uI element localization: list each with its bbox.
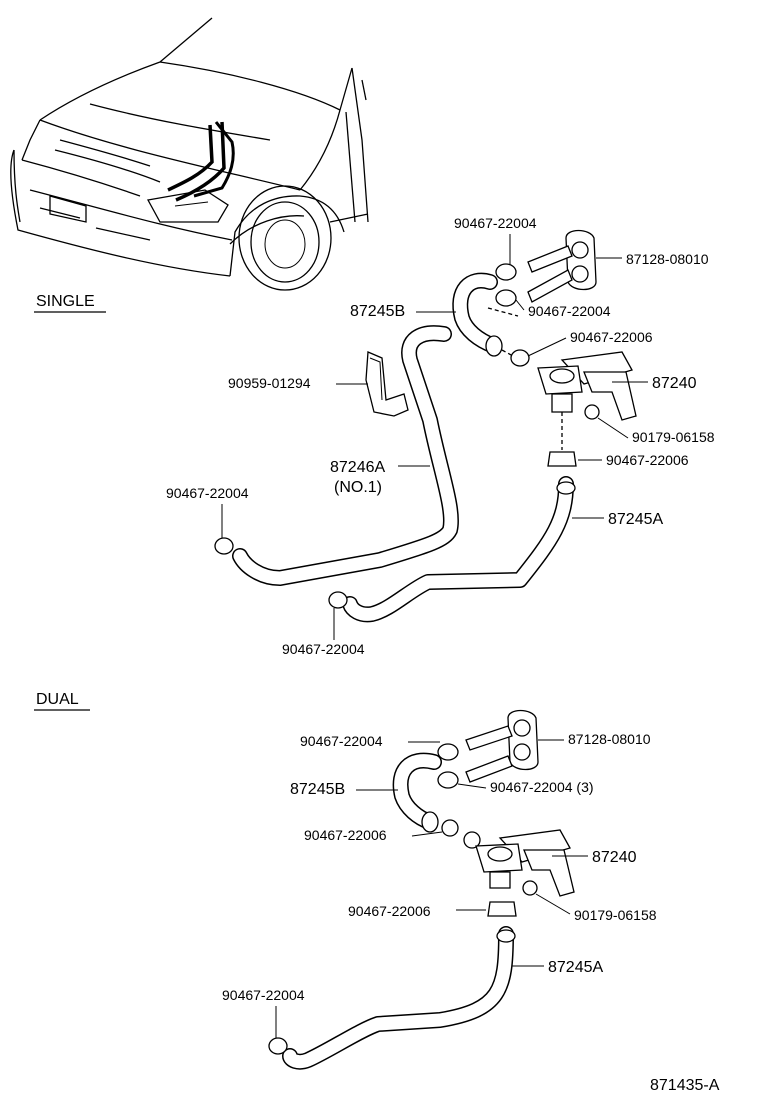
label-single-bolt: 90179-06158 — [632, 429, 715, 445]
single-parts — [214, 229, 637, 623]
label-dual-clamp-lower-valve: 90467-22006 — [348, 903, 431, 919]
label-single-clamp-top: 90467-22004 — [454, 215, 537, 231]
label-dual-pipe-plate: 87128-08010 — [568, 731, 651, 747]
label-dual-clamp-mid: 90467-22004 (3) — [490, 779, 594, 795]
dual-labels: 90467-22004 87128-08010 87245B 90467-220… — [222, 731, 657, 1038]
label-single-clamp-mid: 90467-22004 — [528, 303, 611, 319]
single-labels: 90467-22004 87128-08010 87245B 90467-220… — [166, 215, 715, 657]
label-single-clamp-valve: 90467-22006 — [570, 329, 653, 345]
car-illustration — [10, 17, 369, 291]
label-single-clamp-bottom: 90467-22004 — [282, 641, 365, 657]
label-single-bracket: 90959-01294 — [228, 375, 311, 391]
label-dual-bolt: 90179-06158 — [574, 907, 657, 923]
label-dual-clamp-bottom: 90467-22004 — [222, 987, 305, 1003]
figure-code: 871435-A — [650, 1077, 720, 1094]
section-single-label: SINGLE — [36, 293, 95, 310]
label-dual-hose-b: 87245B — [290, 781, 345, 798]
label-single-clamp-left: 90467-22004 — [166, 485, 249, 501]
label-single-valve: 87240 — [652, 375, 697, 392]
label-single-hose-a: 87245A — [608, 511, 663, 528]
label-dual-clamp-top: 90467-22004 — [300, 733, 383, 749]
label-dual-hose-a: 87245A — [548, 959, 603, 976]
section-dual-label: DUAL — [36, 691, 79, 708]
dual-parts — [268, 709, 575, 1070]
label-dual-valve: 87240 — [592, 849, 637, 866]
label-single-hose-b: 87245B — [350, 303, 405, 320]
label-single-hose-no1-sub: (NO.1) — [334, 479, 382, 496]
label-single-hose-no1: 87246A — [330, 459, 385, 476]
label-single-pipe-plate: 87128-08010 — [626, 251, 709, 267]
label-dual-clamp-valve: 90467-22006 — [304, 827, 387, 843]
label-single-clamp-lower-valve: 90467-22006 — [606, 452, 689, 468]
